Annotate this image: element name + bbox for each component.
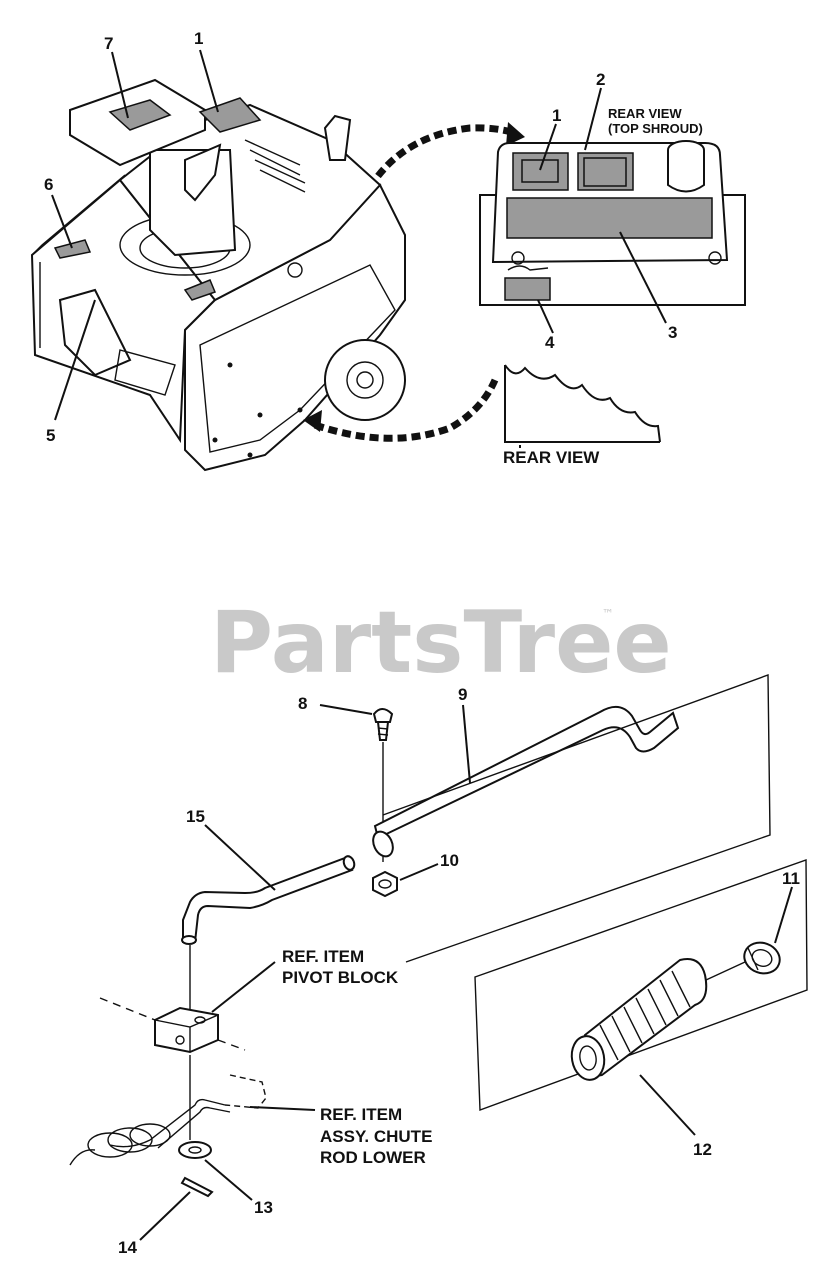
label-pivot-block-2: PIVOT BLOCK — [282, 968, 399, 987]
arrow-head-top-shroud — [506, 122, 525, 146]
label-rear-view: REAR VIEW — [503, 448, 600, 467]
label-chute-rod-1: REF. ITEM — [320, 1105, 402, 1124]
leader-11 — [774, 886, 793, 944]
part-9-upper-rod — [372, 705, 680, 858]
callout-11: 11 — [782, 869, 800, 888]
top-shroud-rear-view — [479, 140, 746, 306]
callout-1-shroud: 1 — [552, 106, 561, 125]
snowthrower-illustration — [30, 78, 406, 472]
callout-6: 6 — [44, 175, 53, 194]
part-12-grip — [570, 958, 746, 1081]
callout-15: 15 — [186, 807, 205, 826]
callout-5: 5 — [46, 426, 55, 445]
watermark-tm: ™ — [602, 607, 614, 621]
leader-10 — [399, 863, 439, 881]
leader-13 — [204, 1159, 253, 1201]
rear-view-outline — [504, 364, 661, 448]
part-13-washer — [178, 1141, 212, 1159]
arrow-head-rear-view — [303, 410, 322, 432]
callout-13: 13 — [254, 1198, 273, 1217]
callout-2: 2 — [596, 70, 605, 89]
part-15-rod — [181, 855, 356, 1010]
callout-1-main: 1 — [194, 29, 203, 48]
callout-3: 3 — [668, 323, 677, 342]
chute-rod-lower — [69, 1074, 267, 1166]
leader-15 — [204, 824, 276, 891]
callout-7: 7 — [104, 34, 113, 53]
leader-chute-rod — [249, 1106, 316, 1111]
part-14-pin — [180, 1176, 214, 1198]
callout-8: 8 — [298, 694, 307, 713]
arrow-to-rear-view — [313, 378, 499, 442]
arrow-to-top-shroud — [375, 124, 517, 179]
callout-10: 10 — [440, 851, 459, 870]
watermark: PartsTree — [210, 593, 672, 693]
leader-9 — [462, 704, 471, 784]
leader-8 — [319, 704, 373, 715]
label-chute-rod-3: ROD LOWER — [320, 1148, 426, 1167]
part-11-cap — [743, 941, 781, 975]
label-pivot-block-1: REF. ITEM — [282, 947, 364, 966]
grip-frame — [474, 859, 808, 1111]
leader-pivot-block — [211, 961, 276, 1013]
pivot-block — [99, 997, 246, 1140]
label-chute-rod-2: ASSY. CHUTE — [320, 1127, 432, 1146]
callout-4: 4 — [545, 333, 555, 352]
leader-14 — [139, 1191, 191, 1241]
part-10-nut — [372, 870, 398, 898]
leader-12 — [639, 1074, 696, 1136]
callout-12: 12 — [693, 1140, 712, 1159]
top-shroud-leaders — [537, 87, 667, 334]
callout-9: 9 — [458, 685, 467, 704]
label-rear-view-top-2: (TOP SHROUD) — [608, 121, 703, 136]
snowthrower-leaders — [51, 49, 219, 421]
rod-9-frame — [382, 674, 771, 963]
label-rear-view-top-1: REAR VIEW — [608, 106, 682, 121]
callout-14: 14 — [118, 1238, 137, 1257]
